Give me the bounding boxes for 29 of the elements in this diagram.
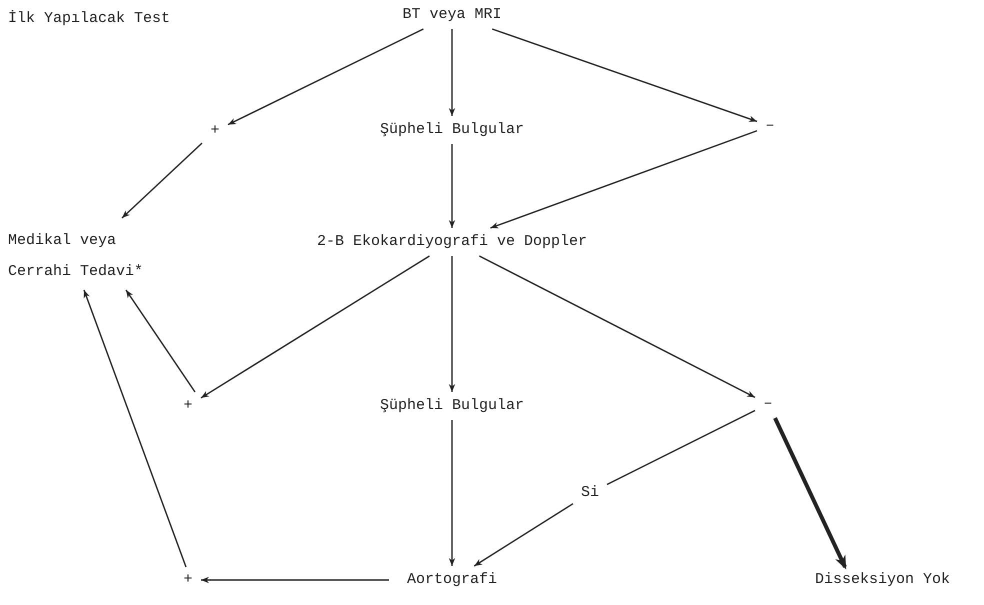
arrow xyxy=(448,420,456,566)
arrow xyxy=(448,144,456,228)
node-label: 2-B Ekokardiyografi ve Doppler xyxy=(316,233,588,251)
node-label: Si xyxy=(580,484,599,502)
arrow xyxy=(479,255,756,398)
arrow xyxy=(773,417,847,570)
arrow xyxy=(228,28,424,126)
node-label: – xyxy=(763,395,772,413)
arrow xyxy=(448,256,456,392)
node-label: Aortografi xyxy=(406,571,497,589)
node-label: + xyxy=(210,122,220,140)
arrow xyxy=(83,290,187,568)
node-label: + xyxy=(183,571,192,589)
arrow xyxy=(448,29,456,116)
node-label: Disseksiyon Yok xyxy=(814,571,950,589)
node-label: Medikal veya Cerrahi Tedavi* xyxy=(8,230,144,282)
heading-label: İlk Yapılacak Test xyxy=(8,10,170,27)
arrow xyxy=(201,576,389,584)
arrow xyxy=(125,290,196,392)
node-label: – xyxy=(765,117,774,135)
node-label: BT veya MRI xyxy=(402,6,502,24)
node-label: Şüpheli Bulgular xyxy=(380,397,524,415)
arrow xyxy=(474,503,574,567)
arrow xyxy=(200,255,430,399)
arrow xyxy=(492,28,758,122)
arrow xyxy=(490,130,758,229)
node-label: Şüpheli Bulgular xyxy=(380,121,524,139)
node-label: + xyxy=(183,397,192,415)
arrow xyxy=(122,142,202,219)
